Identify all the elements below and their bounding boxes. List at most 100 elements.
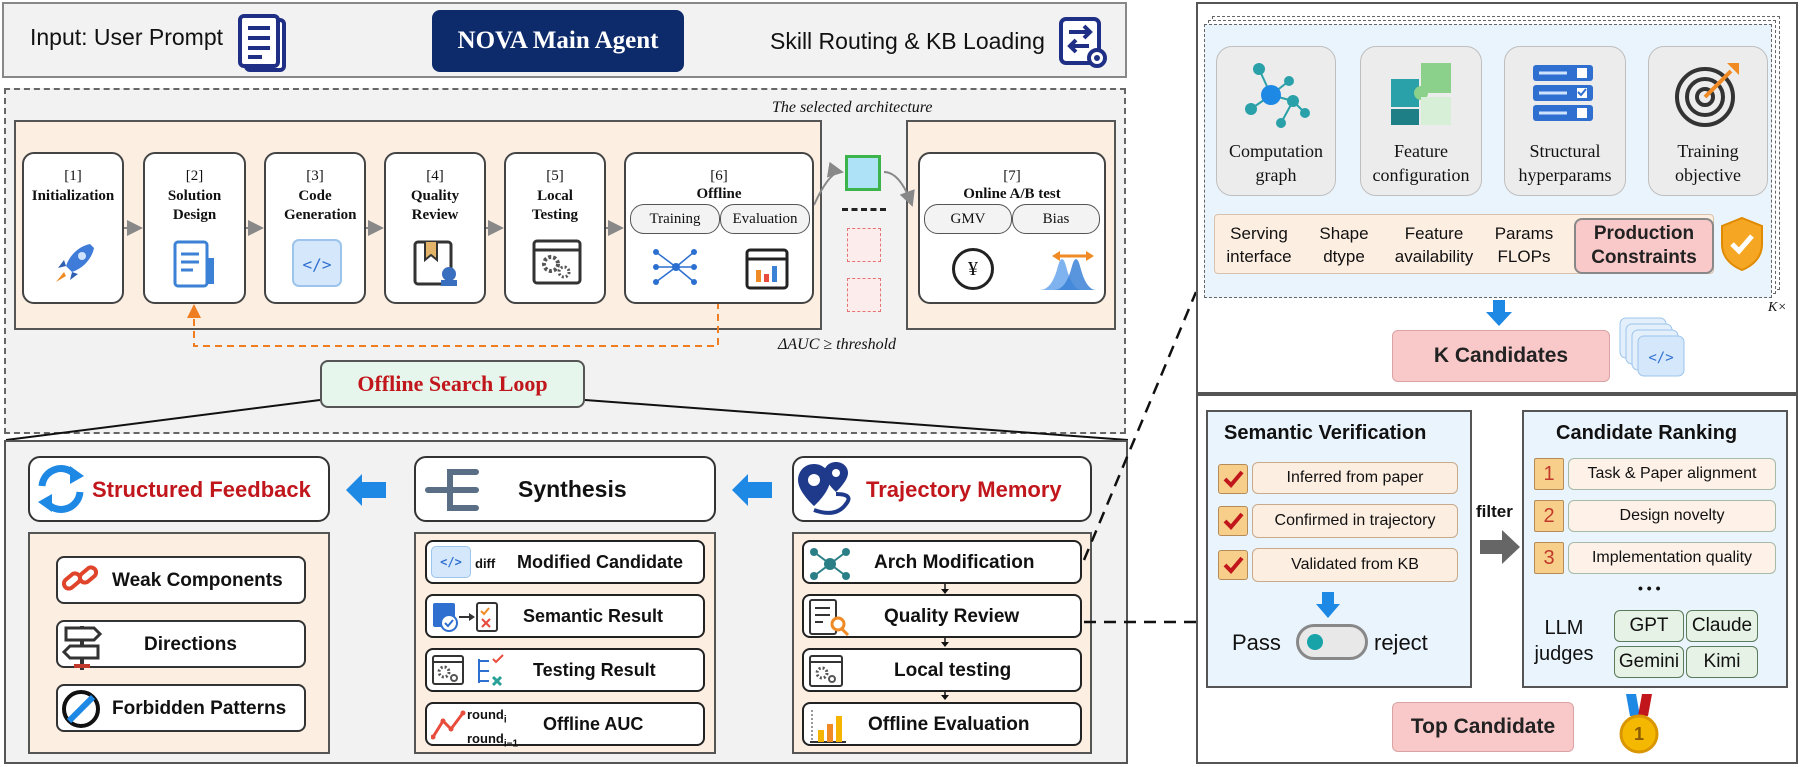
memory-item-label: Quality Review [884, 606, 1020, 627]
down-arrow-icon [1316, 592, 1340, 618]
constraint-line2: interface [1226, 247, 1292, 266]
constraint-line2: availability [1394, 247, 1474, 266]
selection-divider [842, 208, 886, 211]
synthesis-item-testing-result: Testing Result [425, 648, 705, 692]
rank-number: 2 [1534, 500, 1564, 532]
step-local-testing: [5] Local Testing [504, 152, 606, 304]
signpost-icon [61, 626, 103, 670]
candidate-ranking-title: Candidate Ranking [1556, 422, 1738, 444]
verification-item: Inferred from paper [1252, 462, 1458, 494]
filter-arrow-icon [1480, 530, 1520, 564]
main-agent-box: NOVA Main Agent [432, 10, 684, 72]
loop-label: Offline Search Loop [357, 371, 548, 396]
reject-label: reject [1374, 630, 1428, 655]
checklist-icon [1533, 65, 1593, 121]
ranking-ellipsis: • • • [1638, 580, 1661, 596]
calendar-check-icon [433, 602, 498, 632]
production-line1: Production [1593, 223, 1695, 244]
prohibited-icon [62, 690, 100, 728]
main-agent-label: NOVA Main Agent [457, 27, 659, 54]
test-results-icon [432, 654, 504, 687]
synthesis-item-semantic-result: Semantic Result [425, 594, 705, 638]
feedback-item-label: Weak Components [112, 570, 283, 591]
pass-label: Pass [1232, 630, 1281, 655]
round-label: round [467, 730, 504, 746]
flow-arrow-left-icon [346, 474, 386, 506]
broken-link-icon [61, 565, 99, 591]
constraint-line2: FLOPs [1497, 247, 1551, 266]
constraint-line1: Feature [1404, 224, 1464, 243]
feedback-header: Structured Feedback [28, 456, 330, 522]
card-label-line2: objective [1675, 165, 1741, 185]
down-arrow-icon [1486, 300, 1512, 326]
ranking-item: Task & Paper alignment [1568, 458, 1776, 490]
step-number: [1] [64, 168, 82, 184]
memory-item-quality-review: Quality Review [802, 594, 1082, 638]
medal-icon: 1 [1618, 694, 1660, 756]
memory-item-label: Offline Evaluation [868, 714, 1030, 735]
distribution-icon [1040, 251, 1096, 290]
merge-branch-icon [425, 469, 479, 511]
synthesis-item-modified-candidate: </> diff Modified Candidate [425, 540, 705, 584]
loop-connector-lines [5, 399, 1129, 441]
judge-gemini: Gemini [1614, 646, 1684, 678]
round-current: roundi [467, 706, 518, 730]
input-label: Input: User Prompt [30, 24, 224, 50]
card-label-line2: graph [1255, 165, 1297, 185]
step-title: Offline [696, 186, 742, 202]
bias-pill: Bias [1012, 204, 1100, 234]
flow-arrow-left-icon [732, 474, 772, 506]
step-offline: [6] Offline Training Evaluation [624, 152, 814, 304]
threshold-caption: ΔAUC ≥ threshold [778, 336, 897, 353]
synthesis-item-label: Modified Candidate [517, 552, 683, 572]
step-solution-design: [2] Solution Design [143, 152, 246, 304]
synthesis-header: Synthesis [414, 456, 716, 522]
memory-item-label: Arch Modification [874, 552, 1035, 573]
shield-check-icon [1721, 216, 1763, 272]
round-previous: roundi−1 [467, 730, 518, 754]
check-icon [1218, 506, 1248, 536]
diff-label: diff [475, 556, 496, 571]
yen-coin-icon: ¥ [952, 248, 994, 290]
neural-network-icon [653, 249, 697, 285]
memory-item-local-testing: Local testing [802, 648, 1082, 692]
step-online-ab-test: [7] Online A/B test GMV Bias ¥ [918, 152, 1106, 304]
toggle-knob [1307, 634, 1323, 650]
computation-graph-icon [1245, 63, 1310, 128]
pass-reject-toggle[interactable] [1296, 624, 1368, 660]
puzzle-icon [1391, 63, 1451, 125]
code-diff-icon: </> [431, 546, 471, 578]
evaluation-pill: Evaluation [720, 204, 810, 234]
production-line2: Constraints [1591, 247, 1697, 268]
memory-item-label: Local testing [894, 660, 1012, 681]
feedback-item-label: Directions [144, 634, 237, 655]
judge-claude: Claude [1686, 610, 1758, 642]
step-title: Initialization [31, 188, 115, 204]
constraint-line2: dtype [1323, 247, 1365, 266]
step-number: [6] [710, 168, 728, 184]
card-label-line1: Structural [1529, 141, 1601, 161]
medal-number: 1 [1634, 724, 1645, 744]
target-icon [1675, 63, 1739, 127]
ranking-item: Design novelty [1568, 500, 1776, 532]
synthesis-item-label: Offline AUC [543, 714, 644, 734]
synthesis-item-label: Testing Result [533, 660, 656, 680]
trend-line-icon [431, 710, 466, 740]
svg-text:</>: </> [303, 255, 332, 274]
rocket-icon [56, 244, 94, 282]
feedback-item-directions: Directions [56, 620, 306, 670]
document-icon [238, 14, 290, 72]
check-icon [1218, 550, 1248, 580]
currency-symbol: ¥ [968, 257, 978, 280]
loop-label-box: Offline Search Loop [320, 360, 585, 408]
k-candidates-label: K Candidates [1433, 344, 1569, 367]
